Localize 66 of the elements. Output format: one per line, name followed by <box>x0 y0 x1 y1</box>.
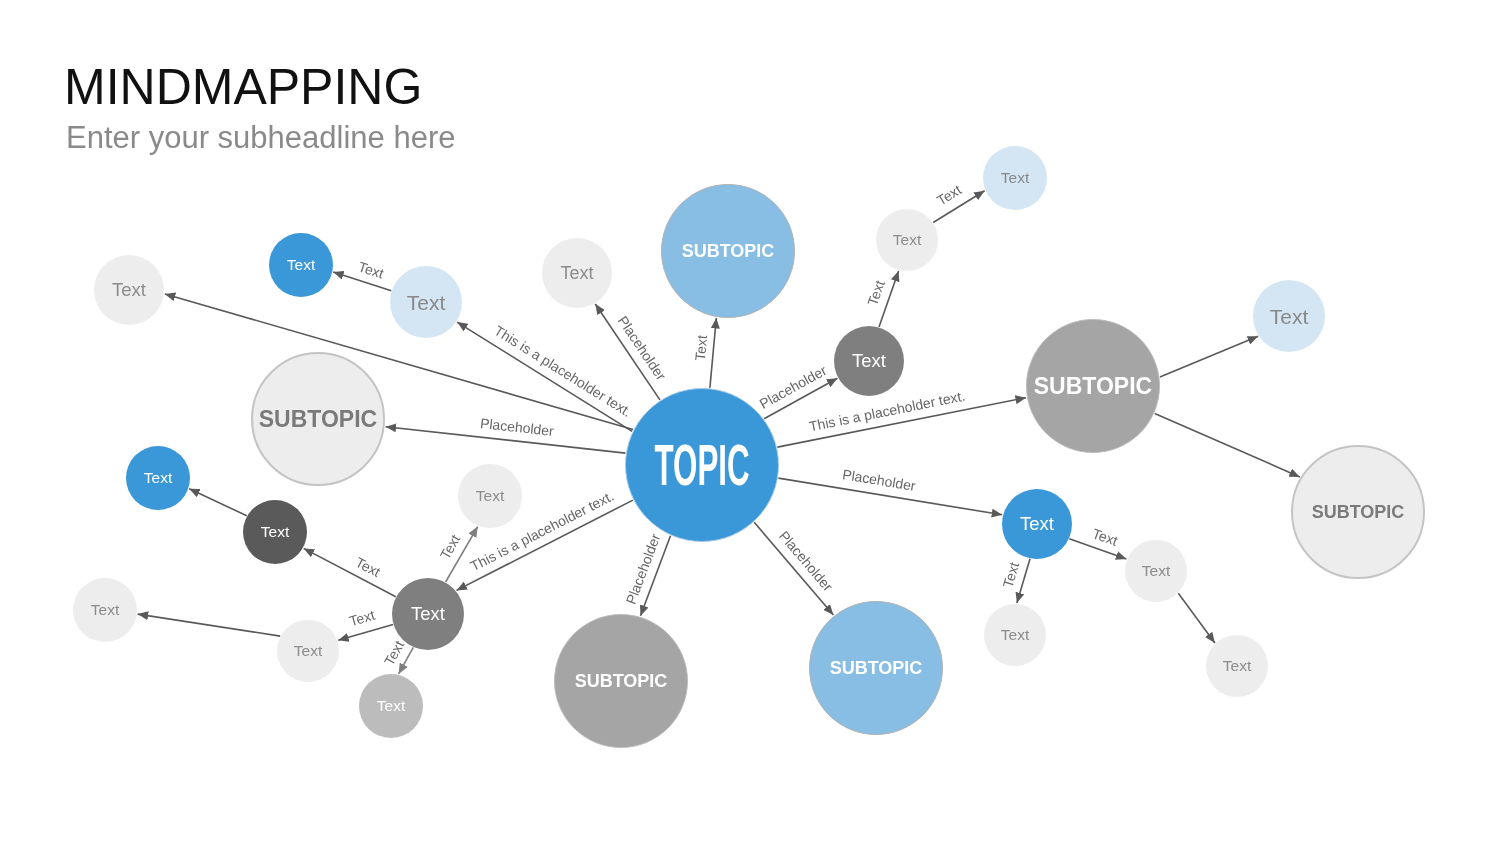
arrow <box>777 477 1003 518</box>
node-text: Text <box>406 291 446 313</box>
node-text: SUBTOPIC <box>258 407 378 431</box>
edge-label: Text <box>437 532 463 562</box>
node-text: SUBTOPIC <box>1311 503 1405 521</box>
subtitle: Enter your subheadline here <box>66 122 456 153</box>
arrow <box>753 521 835 616</box>
edge-label: Placeholder <box>479 416 555 438</box>
edge-label: Text <box>1000 560 1022 589</box>
arrow <box>639 535 672 617</box>
arrow <box>878 270 900 328</box>
node-text: Text <box>1222 658 1252 674</box>
arrow <box>136 611 281 637</box>
arrow <box>1153 412 1301 478</box>
node-text: Text <box>892 232 922 248</box>
edge-label: Text <box>934 182 964 208</box>
edge-label: Text <box>353 554 383 579</box>
edge-label: Text <box>347 607 376 629</box>
arrow <box>1177 592 1216 644</box>
node-text: Text <box>112 280 146 300</box>
node-text: Text <box>475 488 505 504</box>
node-text: Text <box>286 257 316 273</box>
arrow <box>164 292 634 431</box>
arrow <box>456 321 633 433</box>
arrow <box>776 395 1027 448</box>
node-text: Text <box>376 698 406 714</box>
edge-label: Text <box>382 637 407 668</box>
arrow <box>397 646 415 675</box>
node-text: Text <box>293 643 323 659</box>
arrow <box>188 487 248 517</box>
node-text: Text <box>1000 170 1030 186</box>
arrow <box>332 271 393 292</box>
node-text: Text <box>560 264 594 282</box>
edge-label: Text <box>692 334 709 362</box>
edge-label: Placeholder <box>841 467 917 494</box>
item-circle <box>1125 540 1187 602</box>
arrow <box>709 317 720 389</box>
node-text: Text <box>1141 563 1171 579</box>
arrow <box>302 547 397 598</box>
edge-label: Text <box>1090 525 1120 548</box>
node-text: SUBTOPIC <box>574 672 668 690</box>
node-text: TOPIC <box>654 436 750 494</box>
arrow <box>594 303 661 401</box>
node-text: SUBTOPIC <box>1033 374 1153 398</box>
node-text: Text <box>260 524 290 540</box>
arrow <box>763 377 839 420</box>
edge-label: Text <box>865 278 887 308</box>
edge-label: Text <box>356 259 386 281</box>
arrow <box>1159 335 1259 378</box>
title: MINDMAPPING <box>64 62 423 112</box>
arrow <box>337 623 394 642</box>
node-text: Text <box>1269 305 1309 327</box>
node-text: Text <box>1020 514 1054 534</box>
arrow <box>384 423 627 454</box>
arrow <box>1068 537 1128 560</box>
node-text: Text <box>143 470 173 486</box>
node-text: Text <box>411 604 445 624</box>
arrow <box>932 190 986 224</box>
node-text: Text <box>90 602 120 618</box>
arrow <box>1015 558 1031 604</box>
node-text: SUBTOPIC <box>681 242 775 260</box>
node-text: Text <box>852 351 886 371</box>
node-text: SUBTOPIC <box>829 659 923 677</box>
arrow <box>444 525 479 583</box>
arrow <box>455 499 634 592</box>
node-text: Text <box>1000 627 1030 643</box>
